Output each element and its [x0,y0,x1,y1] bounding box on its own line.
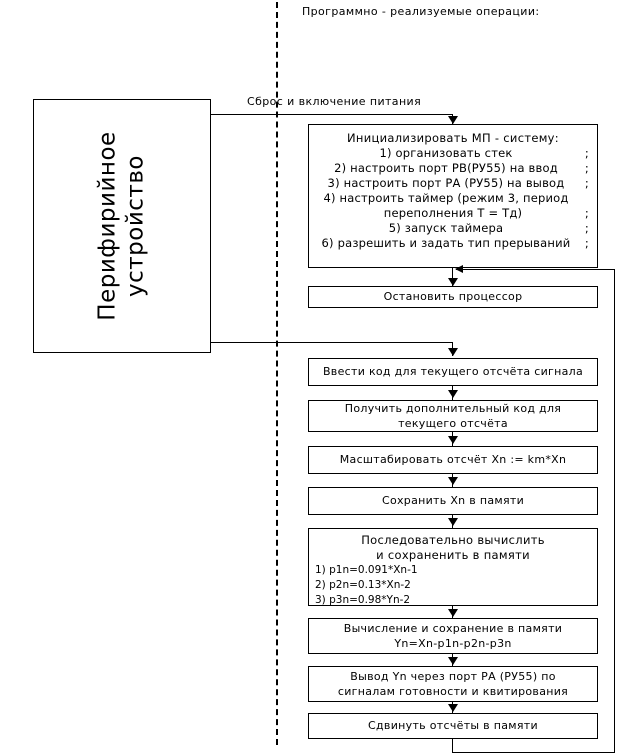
init-list-item: 2) настроить порт РВ(РУ55) на ввод ; [317,161,589,176]
init-item-separator: ; [584,221,589,235]
sequential-equation: 1) p1n=0.091*Xn-1 [315,564,418,576]
compute-yn-box: Вычисление и сохранение в памяти Yn=Xn-p… [308,618,598,654]
scale-to-store-arrowhead [448,477,458,485]
complement-code-line2: текущего отсчёта [398,417,508,430]
complement-to-scale-arrowhead [448,436,458,444]
init-list-item: 4) настроить таймер (режим 3, период [317,191,589,206]
init-list-item: 6) разрешить и задать тип прерываний ; [317,236,589,251]
reset-connector-horizontal [211,114,453,115]
compute-yn-line2: Yn=Xn-p1n-p2n-p3n [394,637,512,650]
peripheral-to-input-arrowhead [448,348,458,356]
init-item-text: 4) настроить таймер (режим 3, период [323,191,569,205]
init-item-text: 6) разрешить и задать тип прерываний [321,236,571,250]
compute-to-output-arrowhead [448,657,458,665]
store-sample-box: Сохранить Xn в памяти [308,487,598,515]
sequential-head-line2: и сохраненить в памяти [376,548,530,562]
init-item-text: переполнения Т = Тд) [383,206,523,220]
reset-power-caption: Сброс и включение питания [247,95,422,108]
init-item-separator: ; [584,146,589,160]
input-to-complement-arrowhead [448,390,458,398]
complement-code-line1: Получить дополнительный код для [344,402,562,415]
init-mp-system-box: Инициализировать МП - систему: 1) органи… [308,124,598,268]
init-item-separator: ; [584,236,589,250]
store-sample-label: Сохранить Xn в памяти [381,494,525,507]
store-to-sequential-arrowhead [448,518,458,526]
init-item-text: 5) запуск таймера [388,221,504,235]
init-list-item: 5) запуск таймера ; [317,221,589,236]
init-item-text: 1) организовать стек [379,146,513,160]
sequential-equation: 3) p3n=0.98*Yn-2 [315,594,411,606]
init-list-item: 3) настроить порт РА (РУ55) на вывод ; [317,176,589,191]
init-item-text: 2) настроить порт РВ(РУ55) на ввод [334,161,558,175]
loopback-into-halt-horizontal [456,269,614,270]
sequential-compute-box: Последовательно вычислить и сохраненить … [308,528,598,606]
loopback-right-rail [614,269,615,753]
output-yn-label: Вывод Yn через порт РА (РУ55) по сигнала… [309,669,597,699]
input-sample-code-box: Ввести код для текущего отсчёта сигнала [308,358,598,386]
init-to-halt-arrowhead [448,278,458,286]
halt-processor-label: Остановить процессор [383,290,523,303]
diagram-title-caption: Программно - реализуемые операции: [302,5,540,18]
output-to-shift-arrowhead [448,704,458,712]
init-item-separator: ; [584,206,589,220]
complement-code-label: Получить дополнительный код для текущего… [309,401,597,431]
sequential-head-line1: Последовательно вычислить [361,533,545,547]
init-box-title: Инициализировать МП - систему: [347,131,559,145]
shift-samples-label: Сдвинуть отсчёты в памяти [368,719,538,732]
compute-yn-line1: Вычисление и сохранение в памяти [343,622,563,635]
output-yn-box: Вывод Yn через порт РА (РУ55) по сигнала… [308,666,598,702]
init-box-list: 1) организовать стек ; 2) настроить порт… [317,146,589,251]
peripheral-device-label-line1: Перифирийное [95,131,121,321]
input-sample-code-label: Ввести код для текущего отсчёта сигнала [322,365,584,378]
init-list-item: 1) организовать стек ; [317,146,589,161]
peripheral-to-input-horizontal [211,342,453,343]
peripheral-device-box: Перифирийное устройство [33,99,211,353]
output-yn-line2: сигналам готовности и квитирования [337,685,569,698]
halt-processor-box: Остановить процессор [308,286,598,308]
loopback-down-from-shift [452,739,453,753]
shift-samples-box: Сдвинуть отсчёты в памяти [308,713,598,739]
init-item-separator: ; [584,161,589,175]
program-boundary-dashed-line [276,2,278,745]
init-item-text: 3) настроить порт РА (РУ55) на вывод [327,176,565,190]
peripheral-device-label-line2: устройство [123,155,149,297]
scale-sample-label: Масштабировать отсчёт Xn := km*Xn [339,453,567,466]
init-item-separator: ; [584,176,589,190]
init-to-halt-connector [452,268,453,286]
sequential-to-compute-arrowhead [448,609,458,617]
scale-sample-box: Масштабировать отсчёт Xn := km*Xn [308,446,598,474]
loopback-bottom-horizontal [452,752,615,753]
compute-yn-label: Вычисление и сохранение в памяти Yn=Xn-p… [309,621,597,651]
peripheral-device-label: Перифирийное устройство [94,131,150,320]
reset-connector-arrowhead [448,116,458,124]
output-yn-line1: Вывод Yn через порт РА (РУ55) по [350,670,556,683]
loopback-into-halt-arrowhead [455,265,463,273]
init-list-item-continuation: переполнения Т = Тд) ; [317,206,589,221]
complement-code-box: Получить дополнительный код для текущего… [308,400,598,432]
sequential-equation: 2) p2n=0.13*Xn-2 [315,579,411,591]
